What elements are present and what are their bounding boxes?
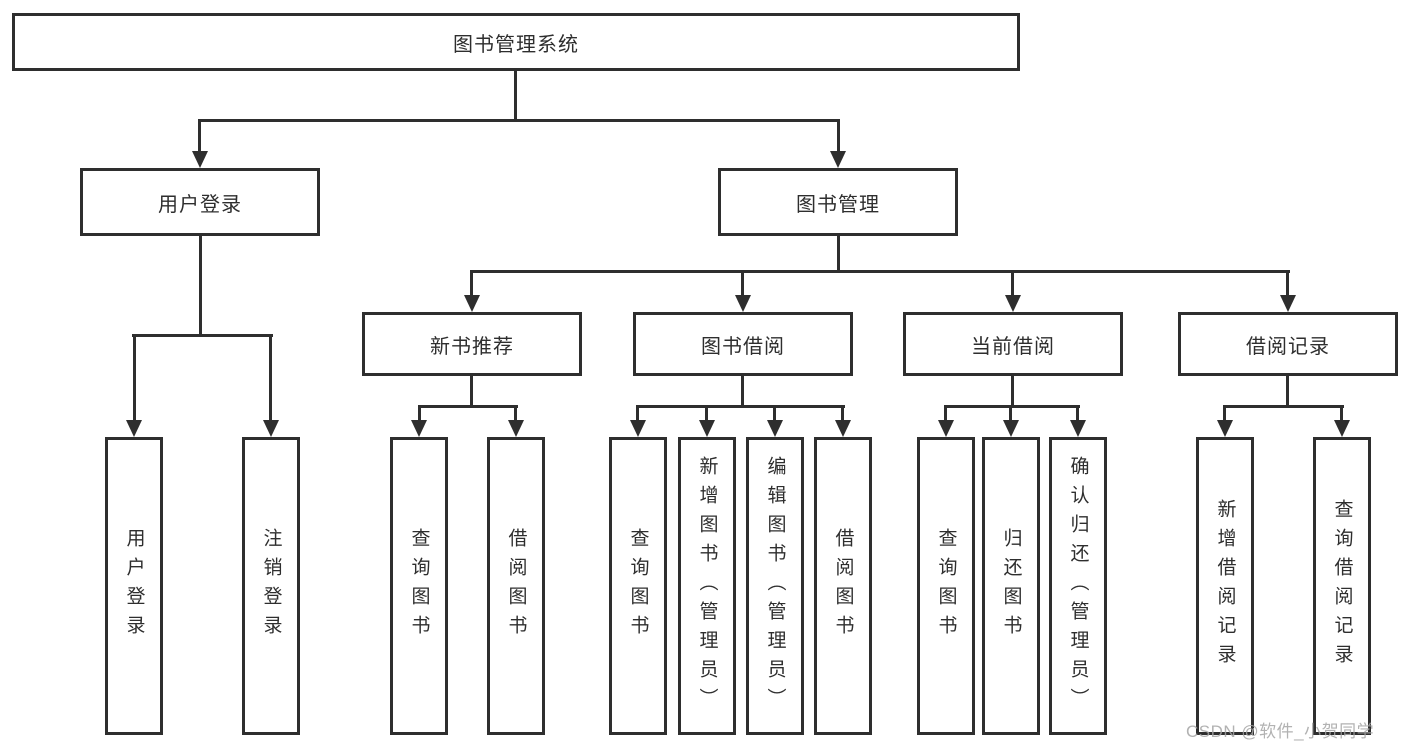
arrow-down-icon [1003, 420, 1019, 437]
arrow-down-icon [192, 151, 208, 168]
connector-line [198, 119, 840, 122]
node-label: 新书推荐 [430, 335, 514, 358]
node-label: 注销登录 [260, 528, 282, 644]
node-label: 确认归还（管理员） [1067, 455, 1089, 717]
node-new-book-recommend: 新书推荐 [362, 312, 582, 376]
arrow-down-icon [411, 420, 427, 437]
connector-line [1286, 376, 1289, 407]
node-label: 借阅记录 [1246, 335, 1330, 358]
node-leaf-add-borrow-record: 新增借阅记录 [1196, 437, 1254, 735]
connector-line [470, 270, 1290, 273]
connector-line [1340, 405, 1343, 421]
node-label: 当前借阅 [971, 335, 1055, 358]
node-label: 用户登录 [158, 193, 242, 216]
node-label: 新增图书（管理员） [696, 455, 718, 717]
arrow-down-icon [699, 420, 715, 437]
connector-line [1076, 405, 1079, 421]
node-label: 图书借阅 [701, 335, 785, 358]
connector-line [514, 71, 517, 120]
arrow-down-icon [830, 151, 846, 168]
node-label: 图书管理 [796, 193, 880, 216]
arrow-down-icon [938, 420, 954, 437]
connector-line [418, 405, 518, 408]
node-leaf-logout-login: 注销登录 [242, 437, 300, 735]
node-label: 归还图书 [1000, 528, 1022, 644]
connector-line [470, 376, 473, 407]
arrow-down-icon [735, 295, 751, 312]
connector-line [133, 334, 136, 421]
connector-line [1009, 405, 1012, 421]
node-label: 用户登录 [123, 528, 145, 644]
node-book-management-branch: 图书管理 [718, 168, 958, 236]
connector-line [1223, 405, 1226, 421]
node-root: 图书管理系统 [12, 13, 1020, 71]
arrow-down-icon [508, 420, 524, 437]
arrow-down-icon [1005, 295, 1021, 312]
connector-line [741, 270, 744, 296]
node-leaf-add-book-admin: 新增图书（管理员） [678, 437, 736, 735]
arrow-down-icon [1217, 420, 1233, 437]
arrow-down-icon [464, 295, 480, 312]
node-leaf-borrow-book: 借阅图书 [487, 437, 545, 735]
node-leaf-query-book: 查询图书 [609, 437, 667, 735]
connector-line [1223, 405, 1344, 408]
arrow-down-icon [1280, 295, 1296, 312]
node-current-borrow: 当前借阅 [903, 312, 1123, 376]
connector-line [1286, 270, 1289, 296]
connector-line [1011, 270, 1014, 296]
connector-line [944, 405, 947, 421]
node-user-login-branch: 用户登录 [80, 168, 320, 236]
connector-line [944, 405, 1080, 408]
connector-line [514, 405, 517, 421]
node-leaf-edit-book-admin: 编辑图书（管理员） [746, 437, 804, 735]
connector-line [636, 405, 845, 408]
connector-line [198, 119, 201, 152]
node-label: 查询图书 [627, 528, 649, 644]
arrow-down-icon [1334, 420, 1350, 437]
node-leaf-query-book: 查询图书 [917, 437, 975, 735]
connector-line [741, 376, 744, 407]
node-leaf-user-login: 用户登录 [105, 437, 163, 735]
node-label: 借阅图书 [832, 528, 854, 644]
connector-line [773, 405, 776, 421]
connector-line [636, 405, 639, 421]
connector-line [705, 405, 708, 421]
connector-line [841, 405, 844, 421]
node-label: 新增借阅记录 [1214, 499, 1236, 673]
connector-line [1011, 376, 1014, 407]
node-leaf-query-book: 查询图书 [390, 437, 448, 735]
connector-line [199, 236, 202, 337]
connector-line [837, 236, 840, 273]
node-label: 查询图书 [935, 528, 957, 644]
node-book-borrow: 图书借阅 [633, 312, 853, 376]
node-label: 查询图书 [408, 528, 430, 644]
arrow-down-icon [263, 420, 279, 437]
node-label: 编辑图书（管理员） [764, 455, 786, 717]
connector-line [269, 334, 272, 421]
connector-line [132, 334, 273, 337]
node-label: 借阅图书 [505, 528, 527, 644]
node-label: 图书管理系统 [453, 33, 579, 56]
connector-line [837, 119, 840, 152]
connector-line [418, 405, 421, 421]
arrow-down-icon [835, 420, 851, 437]
arrow-down-icon [630, 420, 646, 437]
node-borrow-record: 借阅记录 [1178, 312, 1398, 376]
connector-line [470, 270, 473, 296]
arrow-down-icon [1070, 420, 1086, 437]
node-label: 查询借阅记录 [1331, 499, 1353, 673]
node-leaf-confirm-return-admin: 确认归还（管理员） [1049, 437, 1107, 735]
node-leaf-return-book: 归还图书 [982, 437, 1040, 735]
csdn-watermark: CSDN @软件_小贺同学 [1186, 722, 1375, 741]
arrow-down-icon [767, 420, 783, 437]
arrow-down-icon [126, 420, 142, 437]
node-leaf-query-borrow-record: 查询借阅记录 [1313, 437, 1371, 735]
node-leaf-borrow-book: 借阅图书 [814, 437, 872, 735]
